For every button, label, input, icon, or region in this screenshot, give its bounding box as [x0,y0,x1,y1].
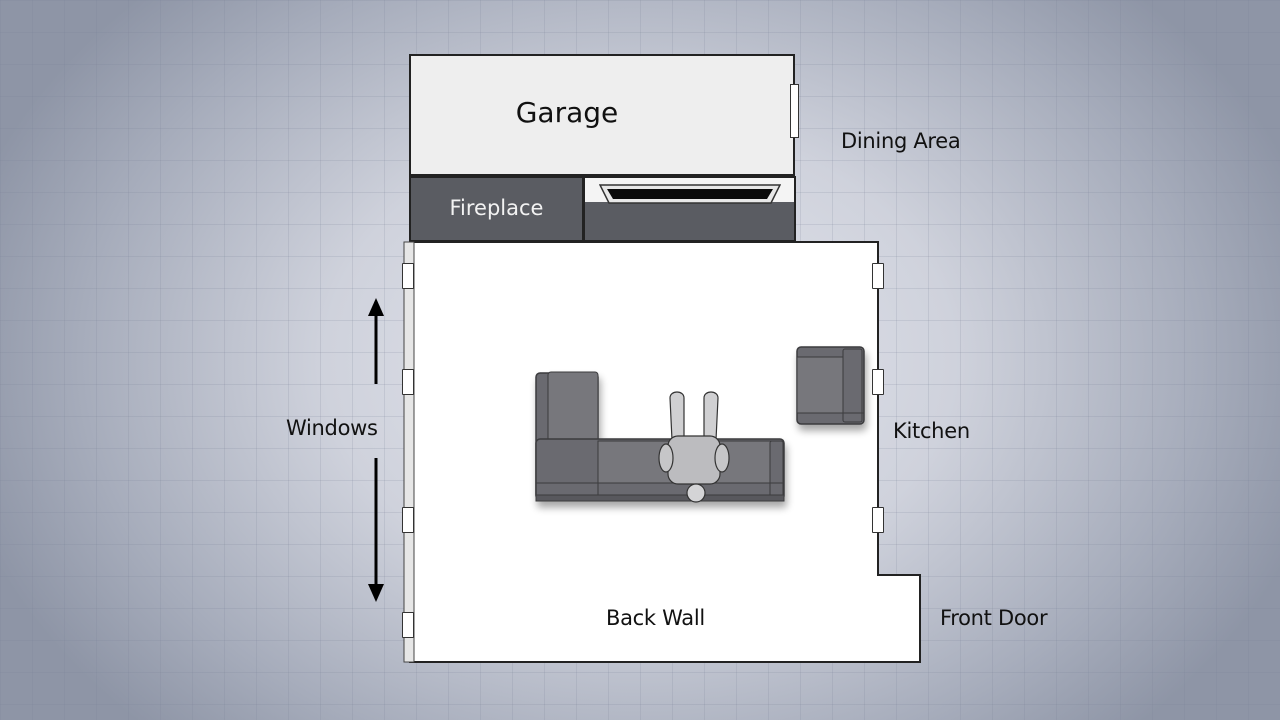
double-arrow-icon [368,298,384,602]
person-seated-icon [658,391,730,503]
window-right-2 [872,369,884,395]
fireplace-label: Fireplace [449,196,544,220]
back-wall-label: Back Wall [606,606,705,630]
windows-label: Windows [286,416,378,440]
window-left-2 [402,369,414,395]
kitchen-label: Kitchen [893,419,970,443]
garage-label: Garage [515,96,619,129]
garage-door [790,84,799,138]
tv-icon [599,184,781,204]
armchair-icon [796,346,865,425]
front-door-label: Front Door [940,606,1048,630]
window-wall [403,241,415,663]
window-right-1 [872,263,884,289]
fireplace: Fireplace [409,176,584,242]
window-left-3 [402,507,414,533]
window-left-4 [402,612,414,638]
dining-area-label: Dining Area [841,129,961,153]
window-left-1 [402,263,414,289]
garage-room: Garage [409,54,795,176]
window-right-3 [872,507,884,533]
